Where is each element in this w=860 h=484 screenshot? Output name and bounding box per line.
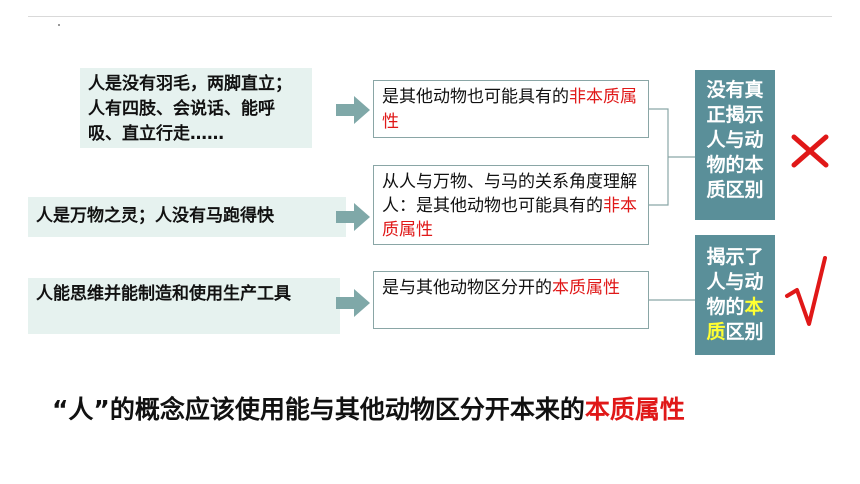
conclusion-box-2-post: 区别 <box>725 321 764 343</box>
mid-explanation-3-text: 是与其他动物区分开的 <box>382 278 552 298</box>
mid-explanation-1: 是其他动物也可能具有的非本质属性 <box>373 80 649 138</box>
mid-explanation-1-highlight: 非本质属性 <box>382 87 637 132</box>
left-statement-1: 人是没有羽毛，两脚直立；人有四肢、会说话、能呼吸、直立行走…… <box>80 68 312 148</box>
left-statement-3-text: 人能思维并能制造和使用生产工具 <box>36 284 291 304</box>
mid-explanation-3: 是与其他动物区分开的本质属性 <box>373 271 649 329</box>
decorative-dot <box>58 24 60 26</box>
mid-explanation-2-highlight: 非本质属性 <box>382 196 637 240</box>
mid-explanation-1-text: 是其他动物也可能具有的 <box>382 87 569 107</box>
left-statement-1-text: 人是没有羽毛，两脚直立；人有四肢、会说话、能呼吸、直立行走…… <box>88 74 292 144</box>
left-statement-2: 人是万物之灵；人没有马跑得快 <box>28 197 346 237</box>
top-divider <box>28 16 832 17</box>
conclusion-box-essential: 揭示了人与动物的本质区别 <box>695 235 775 355</box>
arrow-right-icon <box>336 96 370 124</box>
conclusion-box-not-essential: 没有真正揭示人与动物的本质区别 <box>695 70 775 220</box>
left-statement-2-text: 人是万物之灵；人没有马跑得快 <box>36 206 274 226</box>
conclusion-box-2-highlight-2: 质 <box>706 321 726 343</box>
conclusion-text: “人”的概念应该使用能与其他动物区分开本来的 <box>52 395 585 424</box>
mid-explanation-2-text: 从人与万物、与马的关系角度理解人：是其他动物也可能具有的 <box>382 172 637 216</box>
arrow-right-icon <box>336 203 370 231</box>
conclusion-box-2-pre: 揭示了人与动物的 <box>706 246 764 318</box>
conclusion-box-2-highlight-1: 本 <box>744 296 764 318</box>
mid-explanation-2: 从人与万物、与马的关系角度理解人：是其他动物也可能具有的非本质属性 <box>373 165 649 245</box>
conclusion-box-1-text: 没有真正揭示人与动物的本质区别 <box>706 79 764 201</box>
conclusion-sentence: “人”的概念应该使用能与其他动物区分开本来的本质属性 <box>52 392 812 428</box>
cross-mark-icon <box>791 134 829 168</box>
mid-explanation-3-highlight: 本质属性 <box>552 278 620 298</box>
arrow-right-icon <box>336 289 370 317</box>
left-statement-3: 人能思维并能制造和使用生产工具 <box>28 278 340 334</box>
conclusion-highlight: 本质属性 <box>584 395 685 424</box>
check-mark-icon <box>785 256 827 326</box>
